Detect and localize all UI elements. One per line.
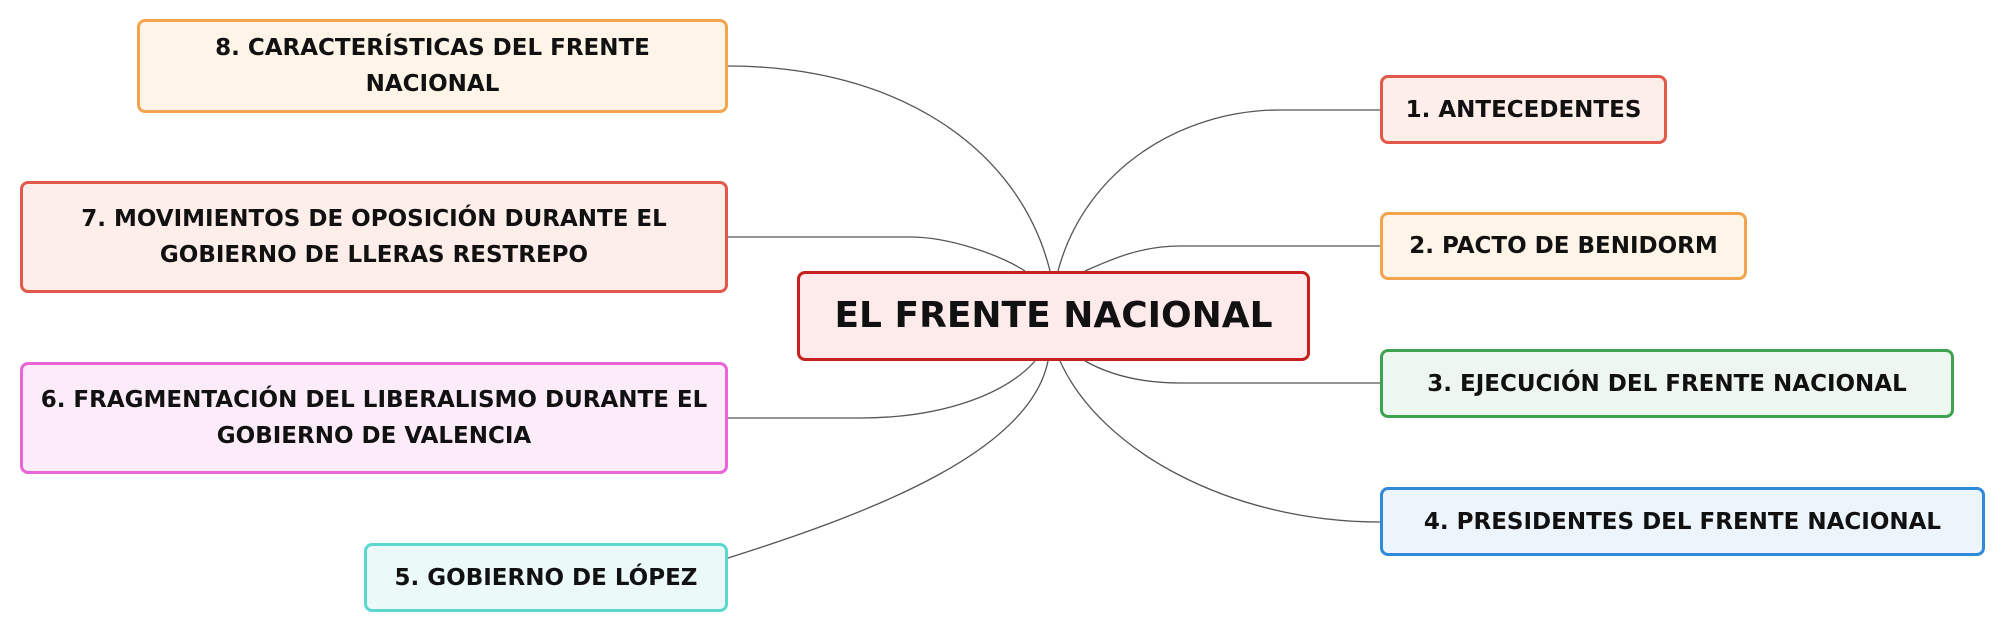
topic-pacto-benidorm[interactable]: 2. PACTO DE BENIDORM [1380, 212, 1747, 280]
connector-movimientos [728, 236, 1026, 272]
connector-gobierno-lopez [727, 360, 1049, 559]
topic-label: 4. PRESIDENTES DEL FRENTE NACIONAL [1423, 508, 1942, 535]
topic-label: 8. CARACTERÍSTICAS DEL FRENTE NACIONAL [215, 35, 650, 97]
topic-caracteristicas[interactable]: 8. CARACTERÍSTICAS DEL FRENTE NACIONAL [137, 19, 728, 113]
connector-fragmentacion [728, 360, 1036, 419]
topic-label: 6. FRAGMENTACIÓN DEL LIBERALISMO DURANTE… [40, 387, 708, 449]
topic-label: 3. EJECUCIÓN DEL FRENTE NACIONAL [1427, 370, 1907, 397]
connector-pacto-benidorm [1084, 245, 1380, 272]
topic-movimientos[interactable]: 7. MOVIMIENTOS DE OPOSICIÓN DURANTE EL G… [20, 181, 728, 293]
topic-label: 1. ANTECEDENTES [1405, 96, 1642, 123]
central-topic-label: EL FRENTE NACIONAL [834, 295, 1273, 336]
topic-gobierno-lopez[interactable]: 5. GOBIERNO DE LÓPEZ [364, 543, 728, 612]
central-topic[interactable]: EL FRENTE NACIONAL [797, 271, 1310, 361]
connector-caracteristicas [727, 65, 1051, 272]
topic-fragmentacion[interactable]: 6. FRAGMENTACIÓN DEL LIBERALISMO DURANTE… [20, 362, 728, 474]
connector-ejecucion [1084, 360, 1380, 384]
topic-label: 2. PACTO DE BENIDORM [1409, 233, 1718, 259]
topic-ejecucion[interactable]: 3. EJECUCIÓN DEL FRENTE NACIONAL [1380, 349, 1954, 418]
topic-antecedentes[interactable]: 1. ANTECEDENTES [1380, 75, 1667, 144]
connector-antecedentes [1057, 109, 1380, 272]
connector-presidentes [1059, 360, 1381, 523]
topic-label: 7. MOVIMIENTOS DE OPOSICIÓN DURANTE EL G… [81, 206, 667, 268]
topic-presidentes[interactable]: 4. PRESIDENTES DEL FRENTE NACIONAL [1380, 487, 1985, 556]
topic-label: 5. GOBIERNO DE LÓPEZ [394, 564, 698, 591]
